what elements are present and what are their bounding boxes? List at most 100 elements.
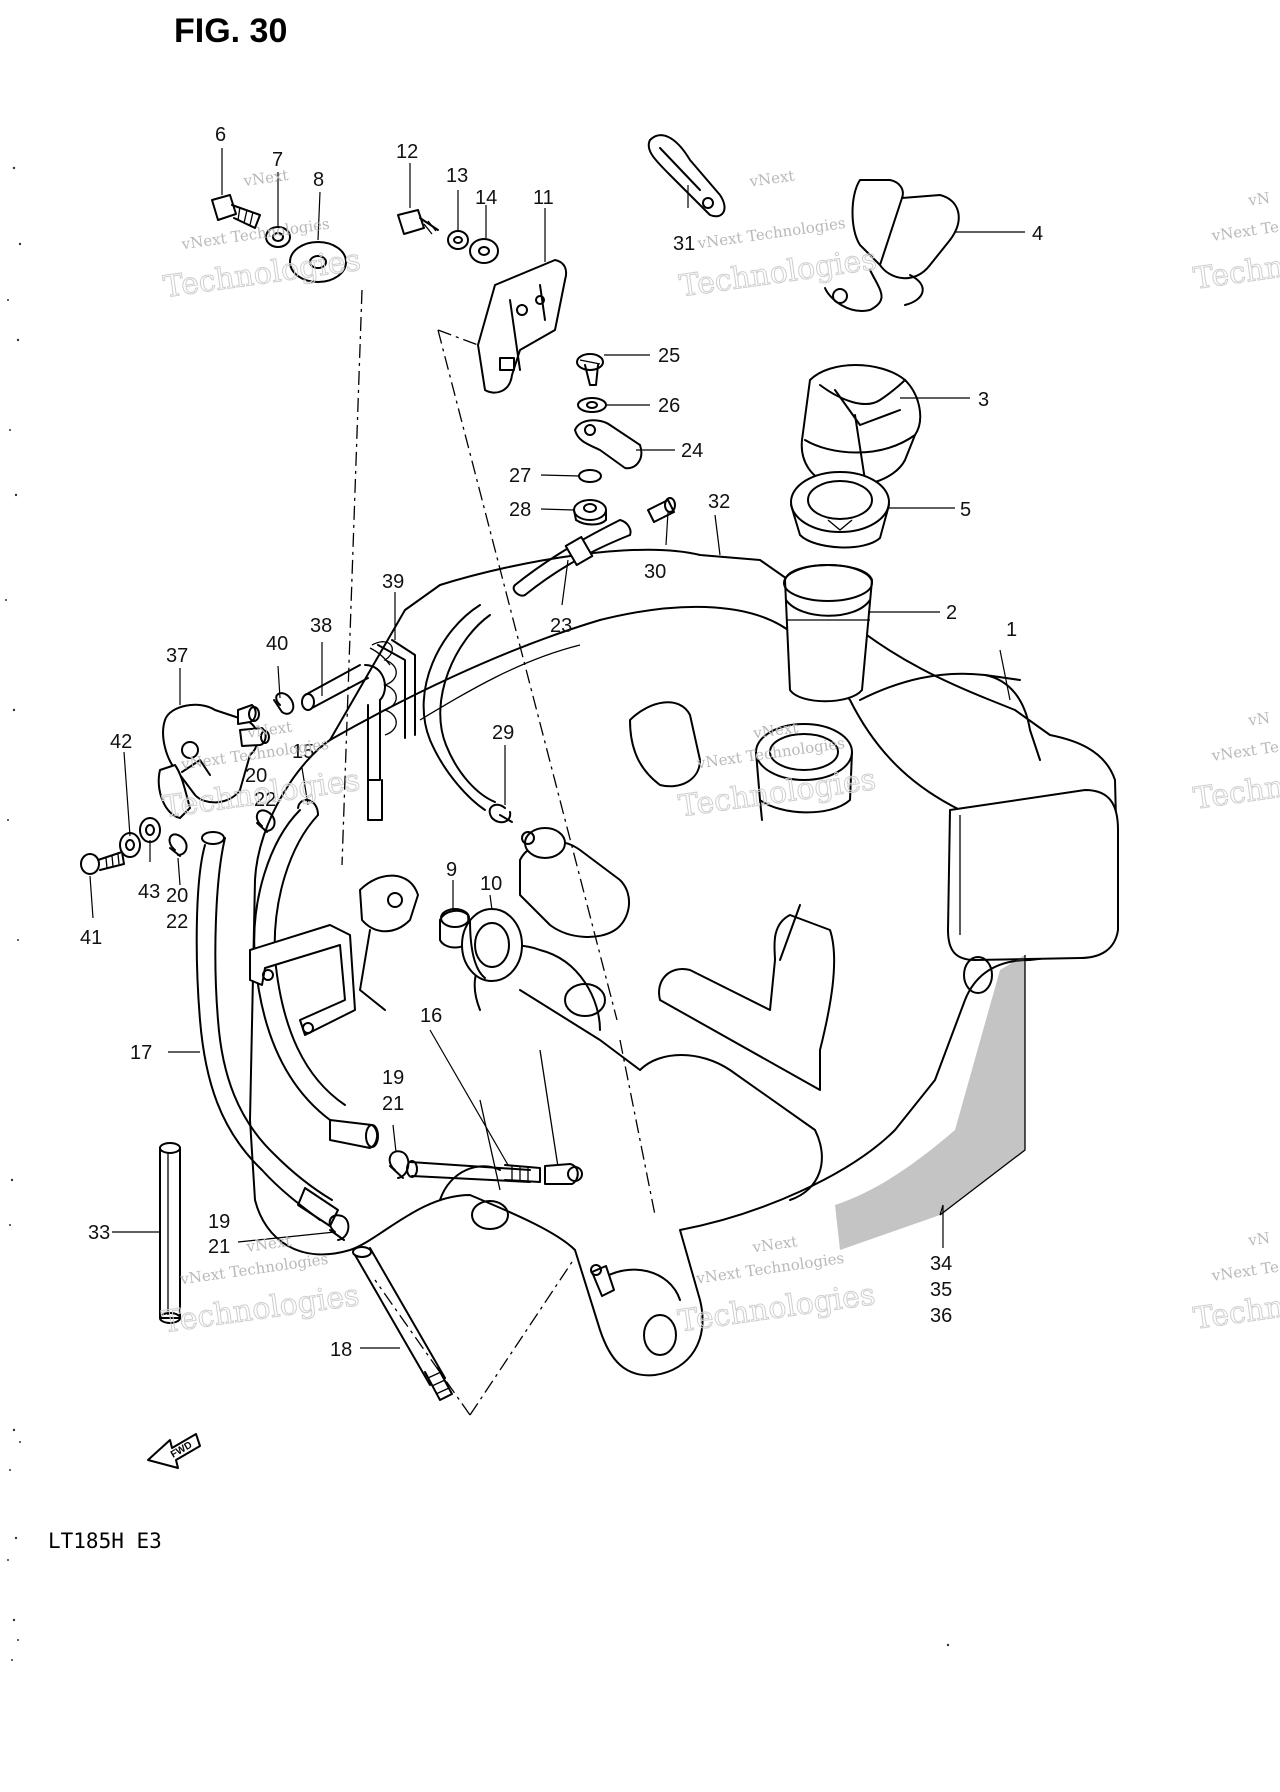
watermark-big-5: Technologies [160, 1278, 361, 1340]
scan-specks [5, 166, 950, 1661]
watermark-edge-top-2: vN [1246, 709, 1271, 730]
callout-20a: 20 [245, 765, 267, 787]
callout-38: 38 [310, 615, 332, 637]
cushion-8 [289, 241, 347, 283]
watermark-edge-big-1: Techn [1191, 249, 1280, 296]
callout-11: 11 [533, 187, 554, 209]
watermark-edge-top-1: vN [1246, 189, 1271, 210]
screw-25 [576, 353, 604, 386]
callout-42: 42 [110, 731, 132, 753]
callout-28: 28 [509, 499, 531, 521]
callout-1: 1 [1006, 619, 1017, 641]
callout-24: 24 [681, 440, 703, 462]
callout-17: 17 [130, 1042, 152, 1064]
callout-25: 25 [658, 345, 680, 367]
watermark-top-1: vNext [241, 166, 289, 190]
watermark-edge-big-2: Techn [1191, 769, 1280, 816]
clamp-19-21-lower [328, 1214, 350, 1241]
callout-18: 18 [330, 1339, 352, 1361]
watermark-edge-top-3: vN [1246, 1229, 1271, 1250]
bolt-12 [397, 209, 439, 235]
callout-30: 30 [644, 561, 666, 583]
hose-18 [352, 1246, 453, 1401]
watermark-top-2: vNext [747, 167, 795, 191]
model-code: LT185H E3 [48, 1529, 162, 1553]
callout-21b: 21 [208, 1236, 230, 1258]
fuel-tap-grommet [439, 827, 631, 982]
callout-19a: 19 [382, 1067, 404, 1089]
callout-6: 6 [215, 124, 226, 146]
callout-27: 27 [509, 465, 531, 487]
fuel-strainer [783, 564, 873, 703]
callout-43: 43 [138, 881, 160, 903]
watermark-top-6: vNext [750, 1232, 798, 1256]
callout-14: 14 [475, 187, 497, 209]
callout-36: 36 [930, 1305, 952, 1327]
fuel-tank [249, 548, 1119, 1377]
callout-35: 35 [930, 1279, 952, 1301]
watermark-edge-2: vNext Te [1210, 738, 1280, 765]
washer-27 [578, 469, 602, 483]
callout-33: 33 [88, 1222, 110, 1244]
hose-fitting-30 [647, 497, 676, 523]
watermark-big-1: Technologies [161, 243, 362, 305]
washer-13 [447, 230, 469, 250]
watermark-line-5: vNext Technologies [178, 1250, 329, 1289]
callout-29: 29 [492, 722, 514, 744]
callout-9: 9 [446, 859, 457, 881]
callout-3: 3 [978, 389, 989, 411]
callout-8: 8 [313, 169, 324, 191]
hose-16 [406, 1160, 583, 1185]
washer-42 [119, 832, 141, 858]
bolt-6 [211, 194, 261, 229]
callout-16: 16 [420, 1005, 442, 1027]
fuel-cap [800, 364, 922, 488]
washer-26 [577, 397, 607, 413]
callout-7: 7 [272, 149, 283, 171]
spring-39 [369, 639, 416, 739]
callout-41: 41 [80, 927, 102, 949]
watermark-edge-big-3: Techn [1191, 1289, 1280, 1336]
callout-22b: 22 [166, 911, 188, 933]
watermark-big-6: Technologies [676, 1277, 877, 1339]
watermark-line-2: vNext Technologies [696, 214, 847, 253]
clamp-19-21-upper [388, 1150, 410, 1179]
clip-20-22-left [168, 833, 188, 857]
callout-15: 15 [292, 741, 314, 763]
callout-12: 12 [396, 141, 418, 163]
callout-31: 31 [673, 233, 695, 255]
watermark-edge-1: vNext Te [1210, 218, 1280, 245]
callout-26: 26 [658, 395, 680, 417]
callout-5: 5 [960, 499, 971, 521]
screw-41 [80, 851, 125, 875]
callout-32: 32 [708, 491, 730, 513]
breather-hose-23 [512, 519, 632, 597]
tank-band-31 [647, 134, 726, 218]
clip-40 [273, 692, 295, 715]
hose-38 [301, 664, 386, 821]
figure-title: FIG. 30 [174, 12, 287, 50]
washer-14 [469, 238, 499, 264]
fuel-cock-37 [157, 703, 270, 819]
fwd-arrow: FWD [147, 1433, 201, 1469]
callout-2: 2 [946, 602, 957, 624]
callout-34: 34 [930, 1253, 952, 1275]
washer-7 [265, 226, 291, 248]
clip-20-22-mid [255, 809, 276, 833]
assembly-lines [341, 289, 656, 1416]
watermark-top-5: vNext [244, 1232, 292, 1256]
clamp-24 [574, 419, 643, 470]
bracket-11 [477, 259, 568, 394]
tube-33 [159, 1142, 181, 1324]
latch-spring-4 [824, 179, 960, 312]
callout-4: 4 [1032, 223, 1043, 245]
washer-43 [139, 817, 161, 843]
callout-13: 13 [446, 165, 468, 187]
cap-gasket [790, 471, 890, 549]
leader-lines [89, 148, 1025, 1349]
watermark-edge-3: vNext Te [1210, 1258, 1280, 1285]
callout-39: 39 [382, 571, 404, 593]
overflow-hose [422, 604, 496, 811]
callout-20b: 20 [166, 885, 188, 907]
